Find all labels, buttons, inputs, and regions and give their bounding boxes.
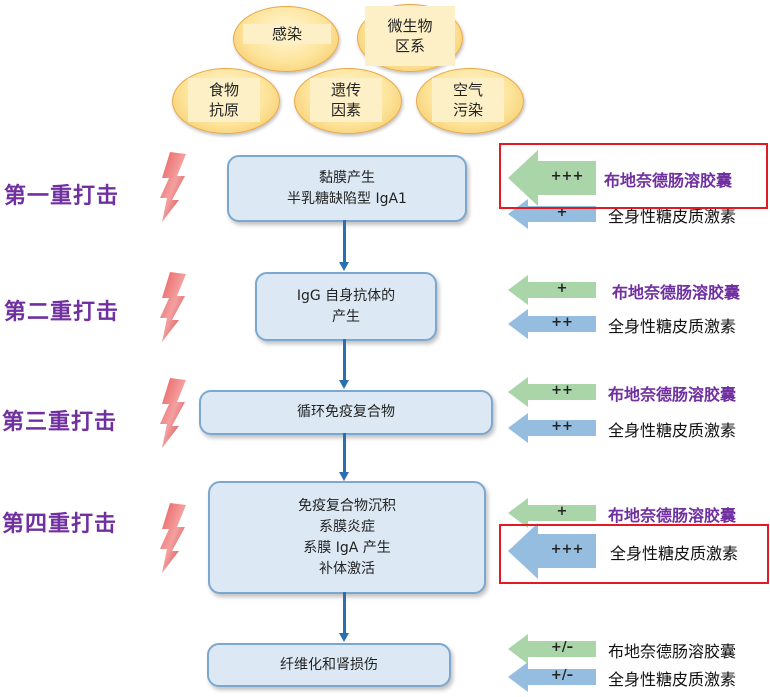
step-circulating-immune-complex: 循环免疫复合物	[199, 390, 493, 435]
hit-label-4: 第四重打击	[2, 512, 118, 537]
effect-level: ++	[551, 315, 573, 330]
effect-level: +++	[550, 542, 584, 557]
factor-label-infection: 感染	[243, 24, 331, 44]
budesonide-arrow: +++	[508, 150, 596, 206]
highlight-box	[499, 524, 769, 584]
hit-label-3: 第三重打击	[2, 410, 118, 435]
lightning-icon	[160, 272, 186, 342]
steroid-arrow: ++	[508, 413, 596, 443]
steroid-label: 全身性糖皮质激素	[608, 421, 737, 440]
hit-label-1: 第一重打击	[4, 184, 120, 209]
steroid-arrow: +/–	[508, 662, 596, 692]
flow-arrowhead	[339, 262, 349, 271]
budesonide-label: 布地奈德肠溶胶囊	[604, 171, 733, 190]
effect-level: ++	[551, 419, 573, 434]
budesonide-arrow: +	[508, 275, 596, 305]
flow-line	[343, 339, 346, 381]
factor-label-genetics: 遗传 因素	[310, 78, 382, 122]
steroid-label: 全身性糖皮质激素	[610, 544, 739, 563]
steroid-label: 全身性糖皮质激素	[608, 317, 737, 336]
step-mucosal-gd-iga1: 黏膜产生 半乳糖缺陷型 IgA1	[227, 155, 467, 222]
effect-level: +++	[550, 169, 584, 184]
step-deposition-inflammation: 免疫复合物沉积 系膜炎症 系膜 IgA 产生 补体激活	[208, 481, 486, 594]
effect-level: ++	[551, 383, 573, 398]
lightning-icon	[160, 152, 186, 222]
budesonide-label: 布地奈德肠溶胶囊	[612, 283, 741, 302]
flow-arrowhead	[339, 380, 349, 389]
effect-level: +/–	[550, 668, 574, 683]
flow-arrowhead	[339, 472, 349, 481]
budesonide-label: 布地奈德肠溶胶囊	[608, 506, 737, 525]
hit-label-2: 第二重打击	[4, 300, 120, 325]
budesonide-arrow: +	[508, 498, 596, 528]
highlight-box	[499, 143, 768, 209]
effect-level: +	[556, 205, 568, 220]
step-fibrosis-kidney-injury: 纤维化和肾损伤	[207, 643, 451, 687]
flow-line	[343, 220, 346, 262]
flow-arrowhead	[339, 633, 349, 642]
lightning-icon	[160, 503, 186, 573]
steroid-arrow: ++	[508, 309, 596, 339]
budesonide-arrow: ++	[508, 377, 596, 407]
effect-level: +/–	[550, 640, 574, 655]
steroid-arrow: +++	[508, 523, 596, 579]
steroid-label: 全身性糖皮质激素	[608, 670, 737, 689]
step-igg-autoantibody: IgG 自身抗体的 产生	[255, 272, 437, 341]
flow-line	[343, 592, 346, 634]
factor-label-food-antigen: 食物 抗原	[188, 78, 260, 122]
budesonide-label: 布地奈德肠溶胶囊	[608, 385, 737, 404]
effect-level: +	[556, 504, 568, 519]
lightning-icon	[160, 378, 186, 448]
steroid-label: 全身性糖皮质激素	[608, 207, 737, 226]
factor-label-microbiota: 微生物 区系	[365, 6, 455, 66]
flow-line	[343, 433, 346, 473]
factor-label-air-pollution: 空气 污染	[432, 78, 504, 122]
budesonide-label: 布地奈德肠溶胶囊	[608, 642, 737, 661]
budesonide-arrow: +/–	[508, 634, 596, 664]
steroid-arrow: +	[508, 199, 596, 229]
effect-level: +	[556, 281, 568, 296]
